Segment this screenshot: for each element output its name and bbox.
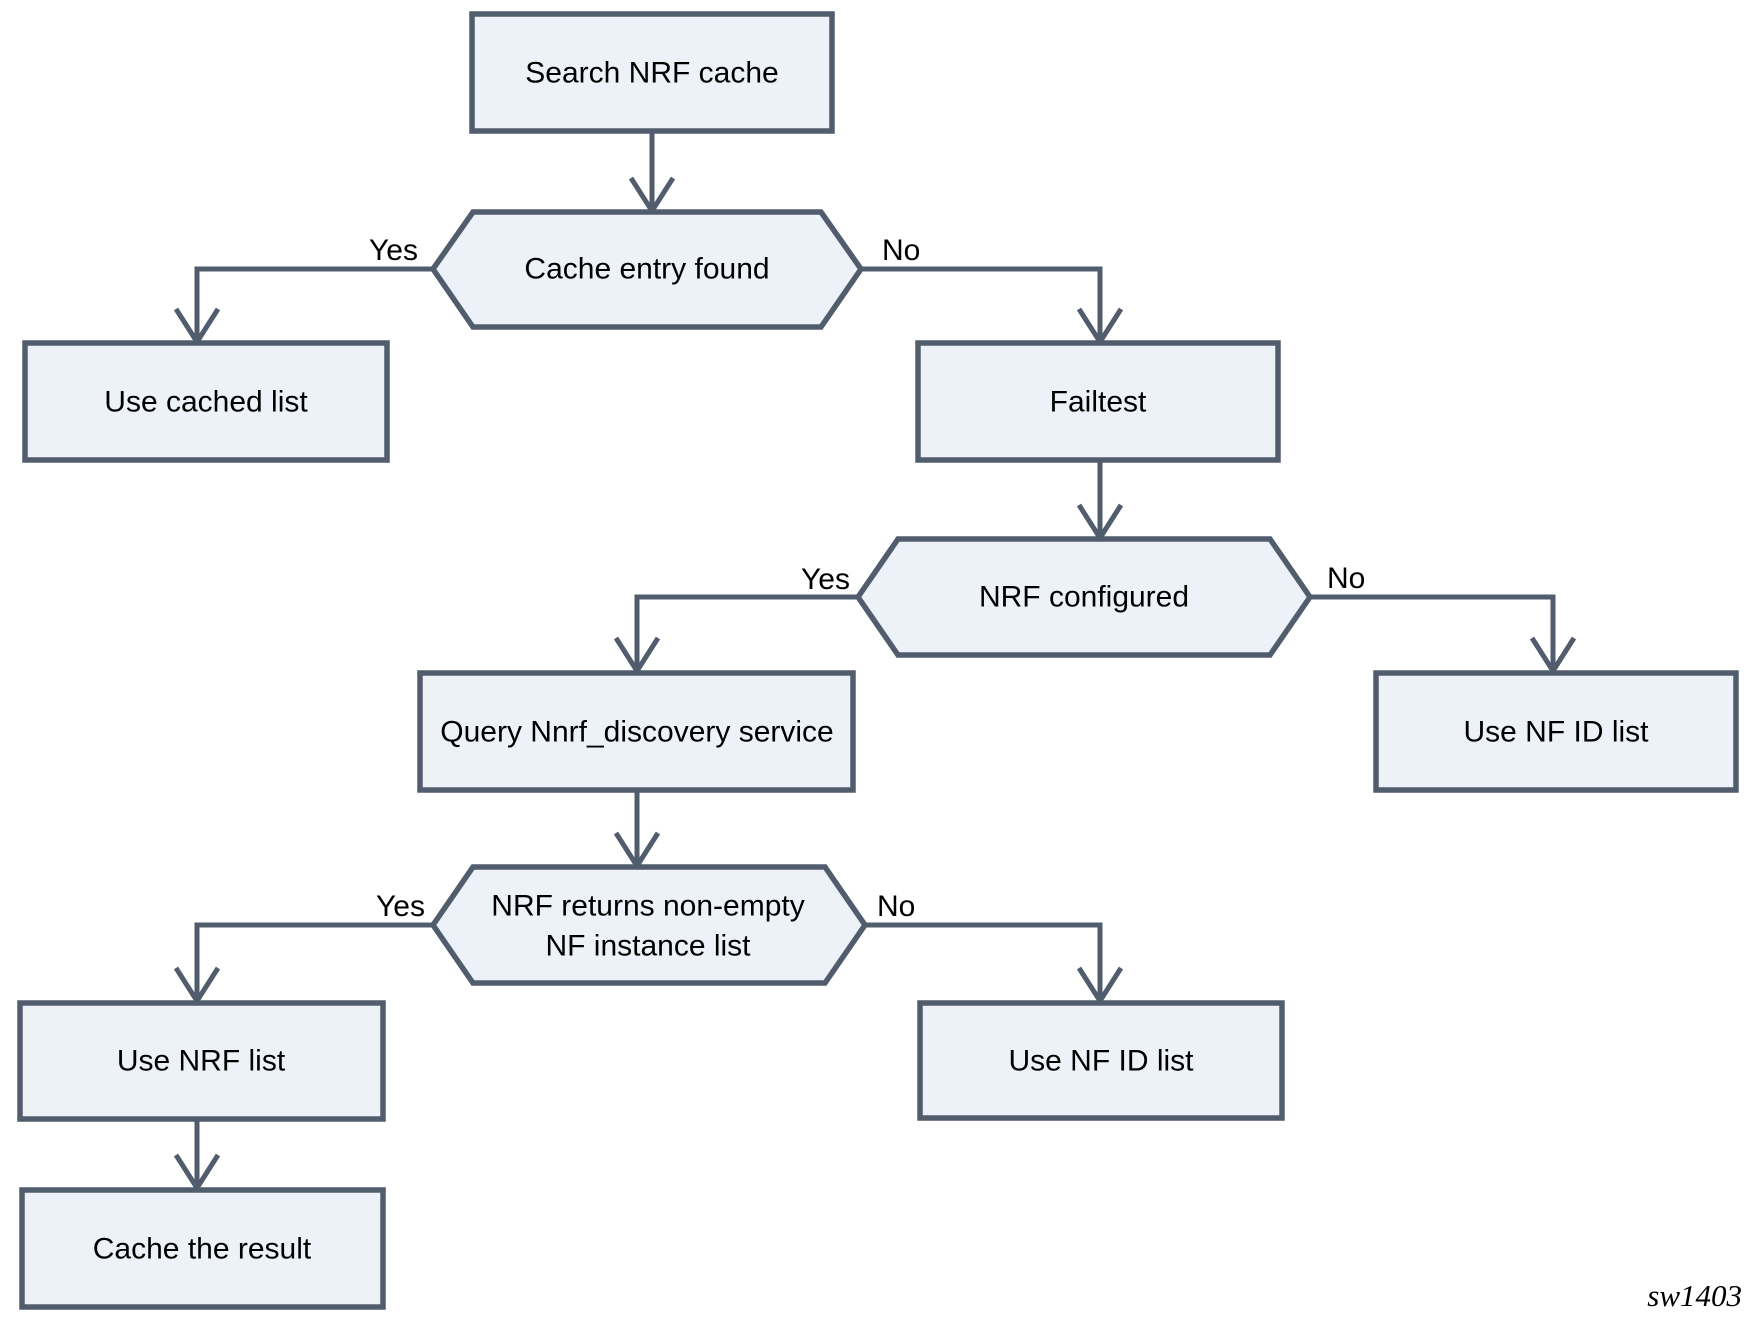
branch-label-yes: Yes [369,234,418,267]
decision-hexagon [429,209,865,330]
node-label: Search NRF cache [525,57,778,90]
node-label: Cache entry found [524,253,769,286]
edge-line [194,922,433,998]
process-box [915,340,1281,463]
process-box [19,1187,386,1310]
edge-cachefound-yes [173,266,433,347]
branch-label-no: No [877,890,915,923]
edge-usenrflist-to-cacheresult [173,1119,221,1193]
process-box [469,11,835,134]
decision-hexagon [854,536,1314,658]
edge-line [861,266,1103,339]
node-failtest: Failtest [915,340,1281,463]
edge-nrfconfigured-yes [613,594,858,676]
edge-line [634,594,858,668]
node-use-nrf-list: Use NRF list [17,1000,386,1122]
edge-line [1310,594,1556,668]
node-label: Query Nnrf_discovery service [440,716,833,749]
edge-cachefound-no [861,266,1124,347]
node-cache-entry-found: Cache entry found [429,209,865,330]
node-cache-the-result: Cache the result [19,1187,386,1310]
node-label-line2: NF instance list [545,930,751,963]
node-label: Failtest [1050,386,1147,419]
node-nrf-returns-nonempty: NRF returns non-empty NF instance list [429,864,869,986]
process-box [1373,670,1739,793]
process-box [417,670,856,793]
branch-label-no: No [882,234,920,267]
edge-line [194,266,433,339]
node-label: Use NF ID list [1008,1045,1194,1078]
node-label: Cache the result [93,1233,312,1266]
node-query-nnrf-discovery: Query Nnrf_discovery service [417,670,856,793]
node-use-nf-id-list-right: Use NF ID list [1373,670,1739,793]
process-box [22,340,390,463]
branch-label-yes: Yes [376,890,425,923]
branch-label-no: No [1327,562,1365,595]
node-label: NRF configured [979,581,1189,614]
decision-hexagon [429,864,869,986]
node-search-nrf-cache: Search NRF cache [469,11,835,134]
edge-nrfreturns-no [865,922,1124,1006]
edge-query-to-nrfreturns [613,790,661,871]
node-label: Use NRF list [117,1045,286,1078]
figure-id-watermark: sw1403 [1647,1278,1742,1313]
node-label: Use NF ID list [1463,716,1649,749]
edge-search-to-cachefound [628,131,676,216]
node-nrf-configured: NRF configured [854,536,1314,658]
edge-failtest-to-nrfconfigured [1076,460,1124,543]
process-box [17,1000,386,1122]
node-use-nf-id-list-bottom: Use NF ID list [917,1000,1285,1121]
edge-line [865,922,1103,998]
branch-label-yes: Yes [801,563,850,596]
edge-nrfreturns-yes [173,922,433,1006]
process-box [917,1000,1285,1121]
node-label: Use cached list [104,386,308,419]
edge-nrfconfigured-no [1310,594,1577,676]
node-label-line1: NRF returns non-empty [491,890,804,923]
node-use-cached-list: Use cached list [22,340,390,463]
